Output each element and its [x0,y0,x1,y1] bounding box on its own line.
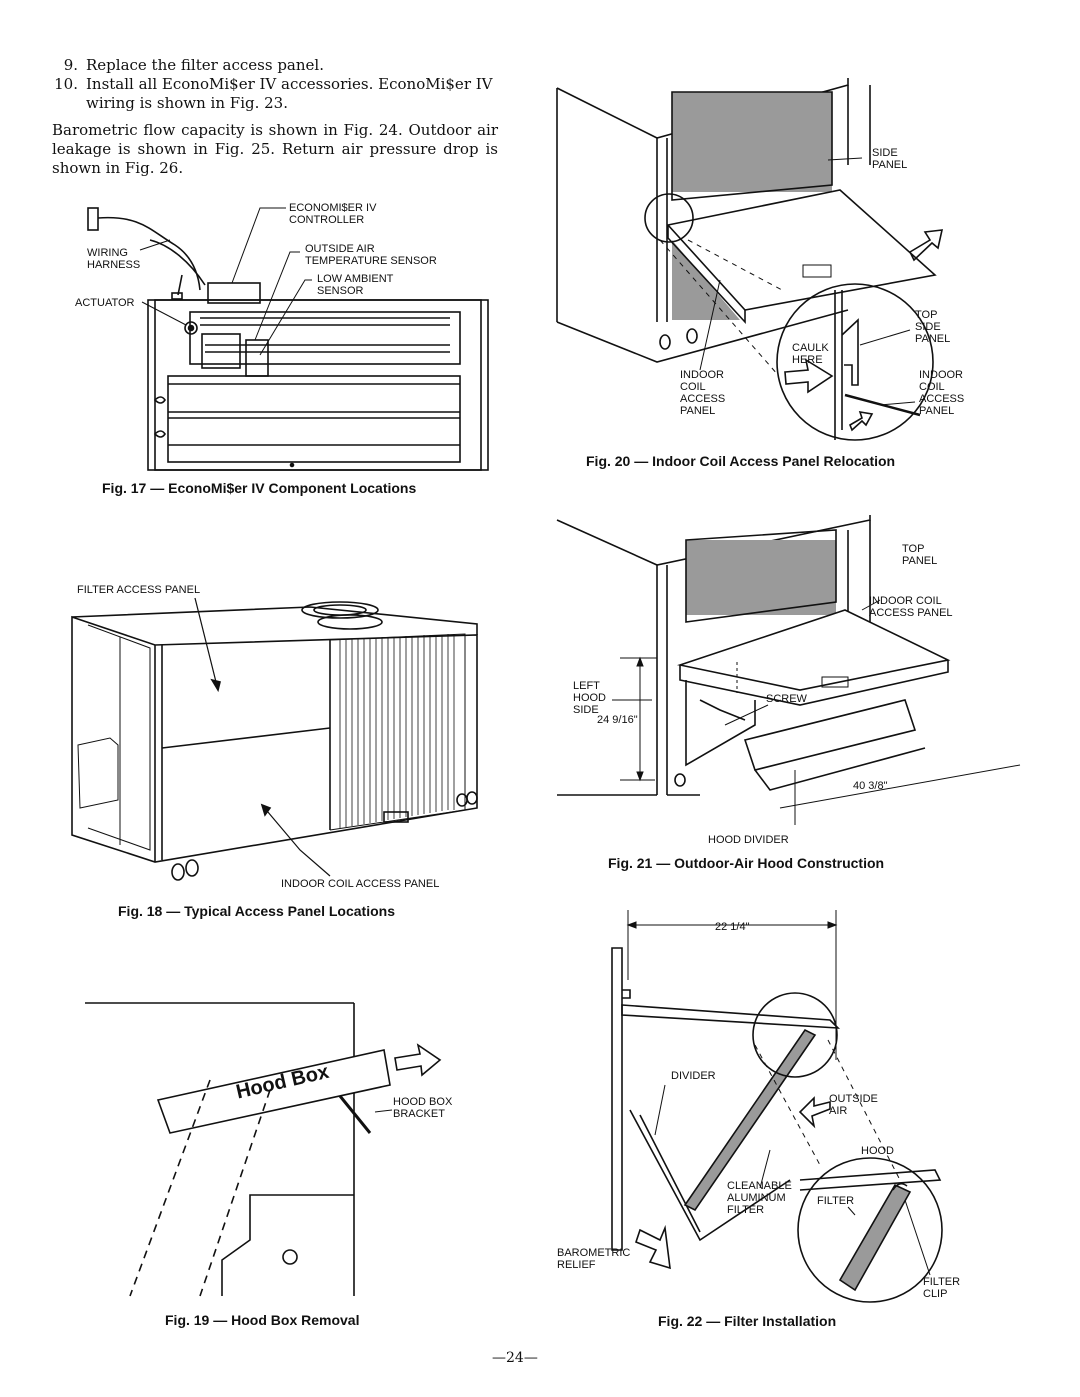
label-divider: DIVIDER [671,1070,716,1082]
fig18-caption: Fig. 18 — Typical Access Panel Locations [118,903,395,919]
label-caulk-here: CAULK HERE [792,342,829,366]
paragraph: Barometric flow capacity is shown in Fig… [52,121,498,177]
label-economiser-controller: ECONOMI$ER IV CONTROLLER [289,202,377,226]
label-indoor-coil-panel-right: INDOOR COIL ACCESS PANEL [919,369,965,417]
label-top-panel: TOP PANEL [902,543,938,567]
label-top-side-panel: TOP SIDE PANEL [915,309,951,345]
label-filter-clip: FILTER CLIP [923,1276,961,1300]
list-item: 10. Install all EconoMi$er IV accessorie… [52,75,498,113]
page-number: —24— [492,1350,538,1366]
fig17-drawing [87,207,489,471]
list-text: Install all EconoMi$er IV accessories. E… [86,75,493,112]
label-dim-22: 22 1/4" [715,921,750,933]
list-text: Replace the filter access panel. [86,56,324,74]
label-outside-air-sensor: OUTSIDE AIR TEMPERATURE SENSOR [305,243,437,267]
label-indoor-coil-access-panel: INDOOR COIL ACCESS PANEL [869,595,953,619]
label-hood-box-bracket: HOOD BOX BRACKET [393,1096,453,1120]
label-dim-height: 24 9/16" [597,714,638,726]
list-number: 9. [63,56,78,74]
label-filter-access-panel: FILTER ACCESS PANEL [77,584,201,596]
fig20-drawing [556,78,944,441]
label-actuator: ACTUATOR [75,297,135,309]
fig22-drawing [611,910,943,1303]
list-number: 10. [54,75,78,93]
fig22-caption: Fig. 22 — Filter Installation [658,1313,837,1329]
fig20-caption: Fig. 20 — Indoor Coil Access Panel Reloc… [586,453,896,469]
label-outside-air: OUTSIDE AIR [829,1093,878,1117]
label-hood: HOOD [861,1145,894,1157]
label-dim-width: 40 3/8" [853,780,888,792]
fig17-caption: Fig. 17 — EconoMi$er IV Component Locati… [102,480,417,496]
fig19-drawing [85,1002,442,1297]
body-text: 9. Replace the filter access panel. 10. … [52,56,498,178]
label-screw: SCREW [766,693,807,705]
label-indoor-coil-panel-left: INDOOR COIL ACCESS PANEL [680,369,726,417]
label-low-ambient-sensor: LOW AMBIENT SENSOR [317,273,394,297]
list-item: 9. Replace the filter access panel. [52,56,498,75]
label-filter: FILTER [817,1195,855,1207]
label-wiring-harness: WIRING HARNESS [87,247,141,271]
label-cleanable-filter: CLEANABLE ALUMINUM FILTER [727,1180,792,1216]
fig21-drawing [556,515,1021,825]
label-side-panel: SIDE PANEL [872,147,908,171]
fig18-drawing [71,597,478,881]
label-barometric-relief: BAROMETRIC RELIEF [557,1247,631,1271]
label-hood-divider: HOOD DIVIDER [708,834,789,846]
label-indoor-coil-access-panel: INDOOR COIL ACCESS PANEL [281,878,440,890]
fig21-caption: Fig. 21 — Outdoor-Air Hood Construction [608,855,885,871]
fig19-caption: Fig. 19 — Hood Box Removal [165,1312,360,1328]
label-left-hood-side: LEFT HOOD SIDE [573,680,606,716]
